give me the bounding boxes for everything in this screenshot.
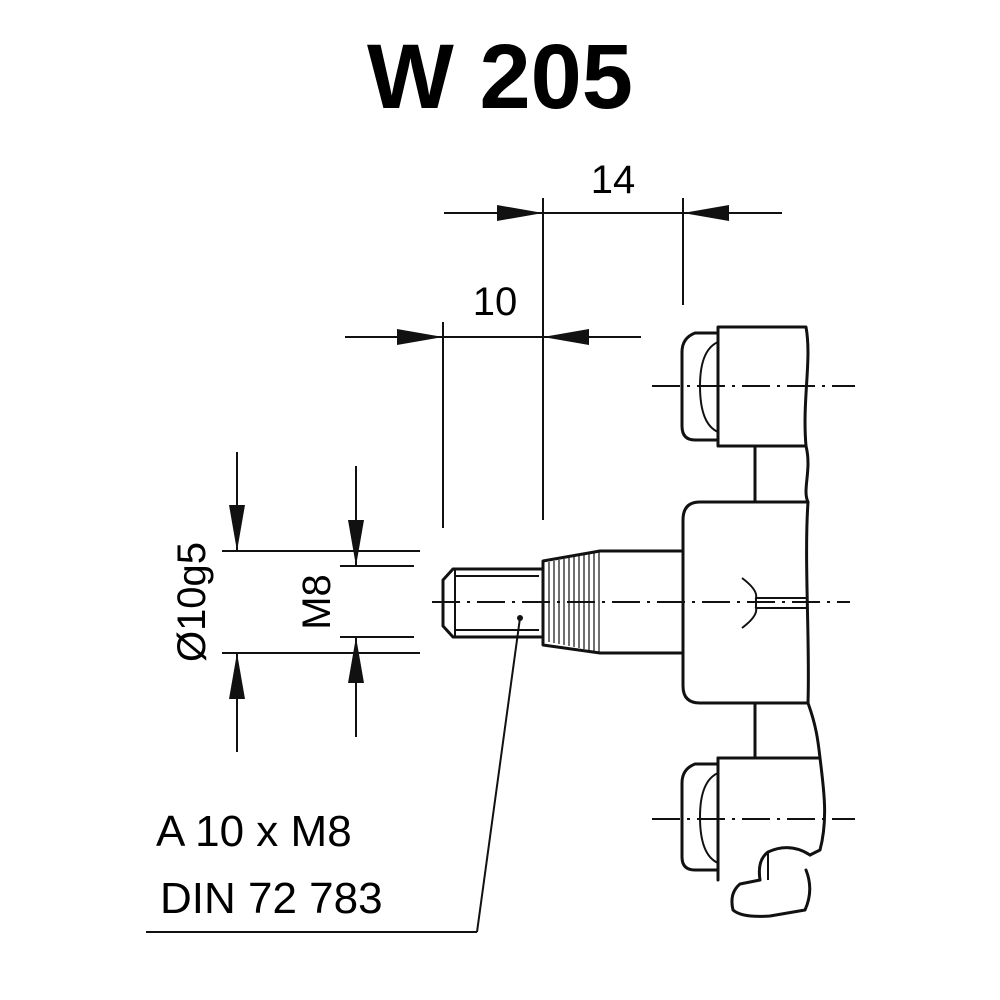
arrow-head bbox=[543, 329, 589, 345]
dimension-thread: M8 bbox=[295, 466, 414, 737]
callout-line-2: DIN 72 783 bbox=[160, 874, 383, 923]
dimension-label-14: 14 bbox=[591, 158, 636, 202]
center-lines bbox=[432, 385, 855, 820]
arrow-head bbox=[497, 205, 543, 221]
arrow-head bbox=[683, 205, 729, 221]
arrow-head bbox=[229, 505, 245, 551]
arrow-head bbox=[397, 329, 443, 345]
dimension-label-diameter: Ø10g5 bbox=[170, 542, 214, 662]
callout-leader bbox=[146, 615, 523, 933]
dimension-label-thread: M8 bbox=[295, 574, 339, 630]
dimension-diameter: Ø10g5 bbox=[170, 452, 420, 752]
arrow-head bbox=[229, 653, 245, 699]
dimension-10: 10 bbox=[345, 280, 641, 528]
drawing-title: W 205 bbox=[367, 26, 633, 128]
callout-line-1: A 10 x M8 bbox=[156, 807, 352, 856]
arrow-head bbox=[348, 637, 364, 683]
housing bbox=[680, 325, 827, 918]
arrow-head bbox=[348, 520, 364, 566]
dimension-14: 14 bbox=[444, 158, 782, 520]
dimension-label-10: 10 bbox=[473, 280, 518, 324]
